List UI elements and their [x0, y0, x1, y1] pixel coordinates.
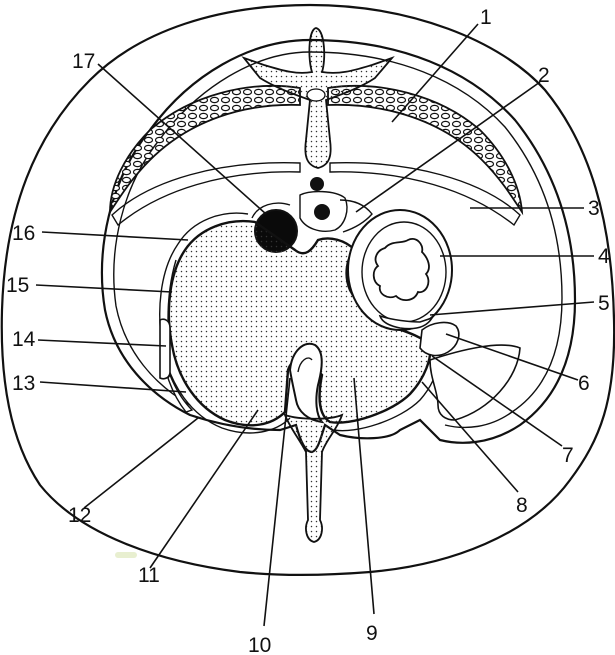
- label-11: 11: [138, 564, 160, 587]
- label-7: 7: [562, 444, 574, 467]
- label-16: 16: [12, 222, 35, 245]
- left-lateral-slit: [160, 319, 170, 378]
- sternum-marrow: [307, 89, 325, 101]
- label-9: 9: [366, 622, 378, 645]
- label-15: 15: [6, 274, 29, 297]
- right-lower-band: [330, 163, 520, 225]
- label-8: 8: [516, 494, 528, 517]
- left-arch-band: [110, 86, 300, 212]
- label-14: 14: [12, 328, 36, 351]
- label-12: 12: [68, 504, 91, 527]
- label-4: 4: [598, 245, 610, 268]
- label-5: 5: [598, 292, 610, 315]
- right-sac: [430, 345, 520, 420]
- label-6: 6: [578, 372, 590, 395]
- right-arch-band: [328, 86, 522, 212]
- right-lateral-pouch: [420, 323, 459, 356]
- label-2: 2: [538, 64, 550, 87]
- small-vessel-upper: [310, 177, 324, 191]
- label-17: 17: [72, 50, 95, 73]
- label-10: 10: [248, 634, 271, 655]
- spinal-process: [285, 415, 342, 542]
- small-vessel-lower: [314, 204, 330, 220]
- label-13: 13: [12, 372, 35, 395]
- label-1: 1: [480, 6, 492, 29]
- label-3: 3: [588, 197, 600, 220]
- smudge-mark: [115, 552, 137, 558]
- central-fold: [290, 344, 322, 422]
